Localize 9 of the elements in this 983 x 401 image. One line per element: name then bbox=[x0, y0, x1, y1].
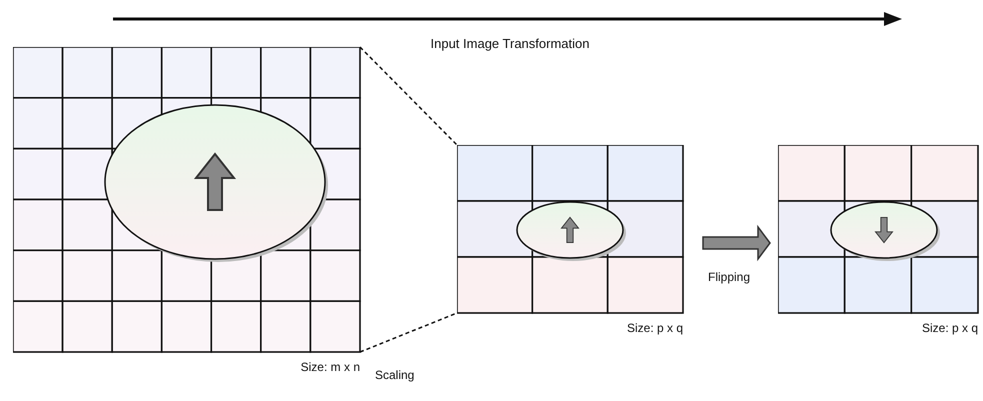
size-caption: Size: p x q bbox=[922, 320, 978, 337]
heading-label: Input Image Transformation bbox=[430, 35, 590, 53]
size-caption: Size: m x n bbox=[300, 359, 360, 376]
image-grid-drawing bbox=[13, 47, 364, 356]
image-grid-drawing bbox=[457, 145, 687, 317]
dashed-projection-line bbox=[359, 46, 458, 353]
block-arrow bbox=[702, 224, 771, 262]
image-grid-drawing bbox=[778, 145, 982, 317]
size-caption: Size: p x q bbox=[626, 320, 683, 337]
